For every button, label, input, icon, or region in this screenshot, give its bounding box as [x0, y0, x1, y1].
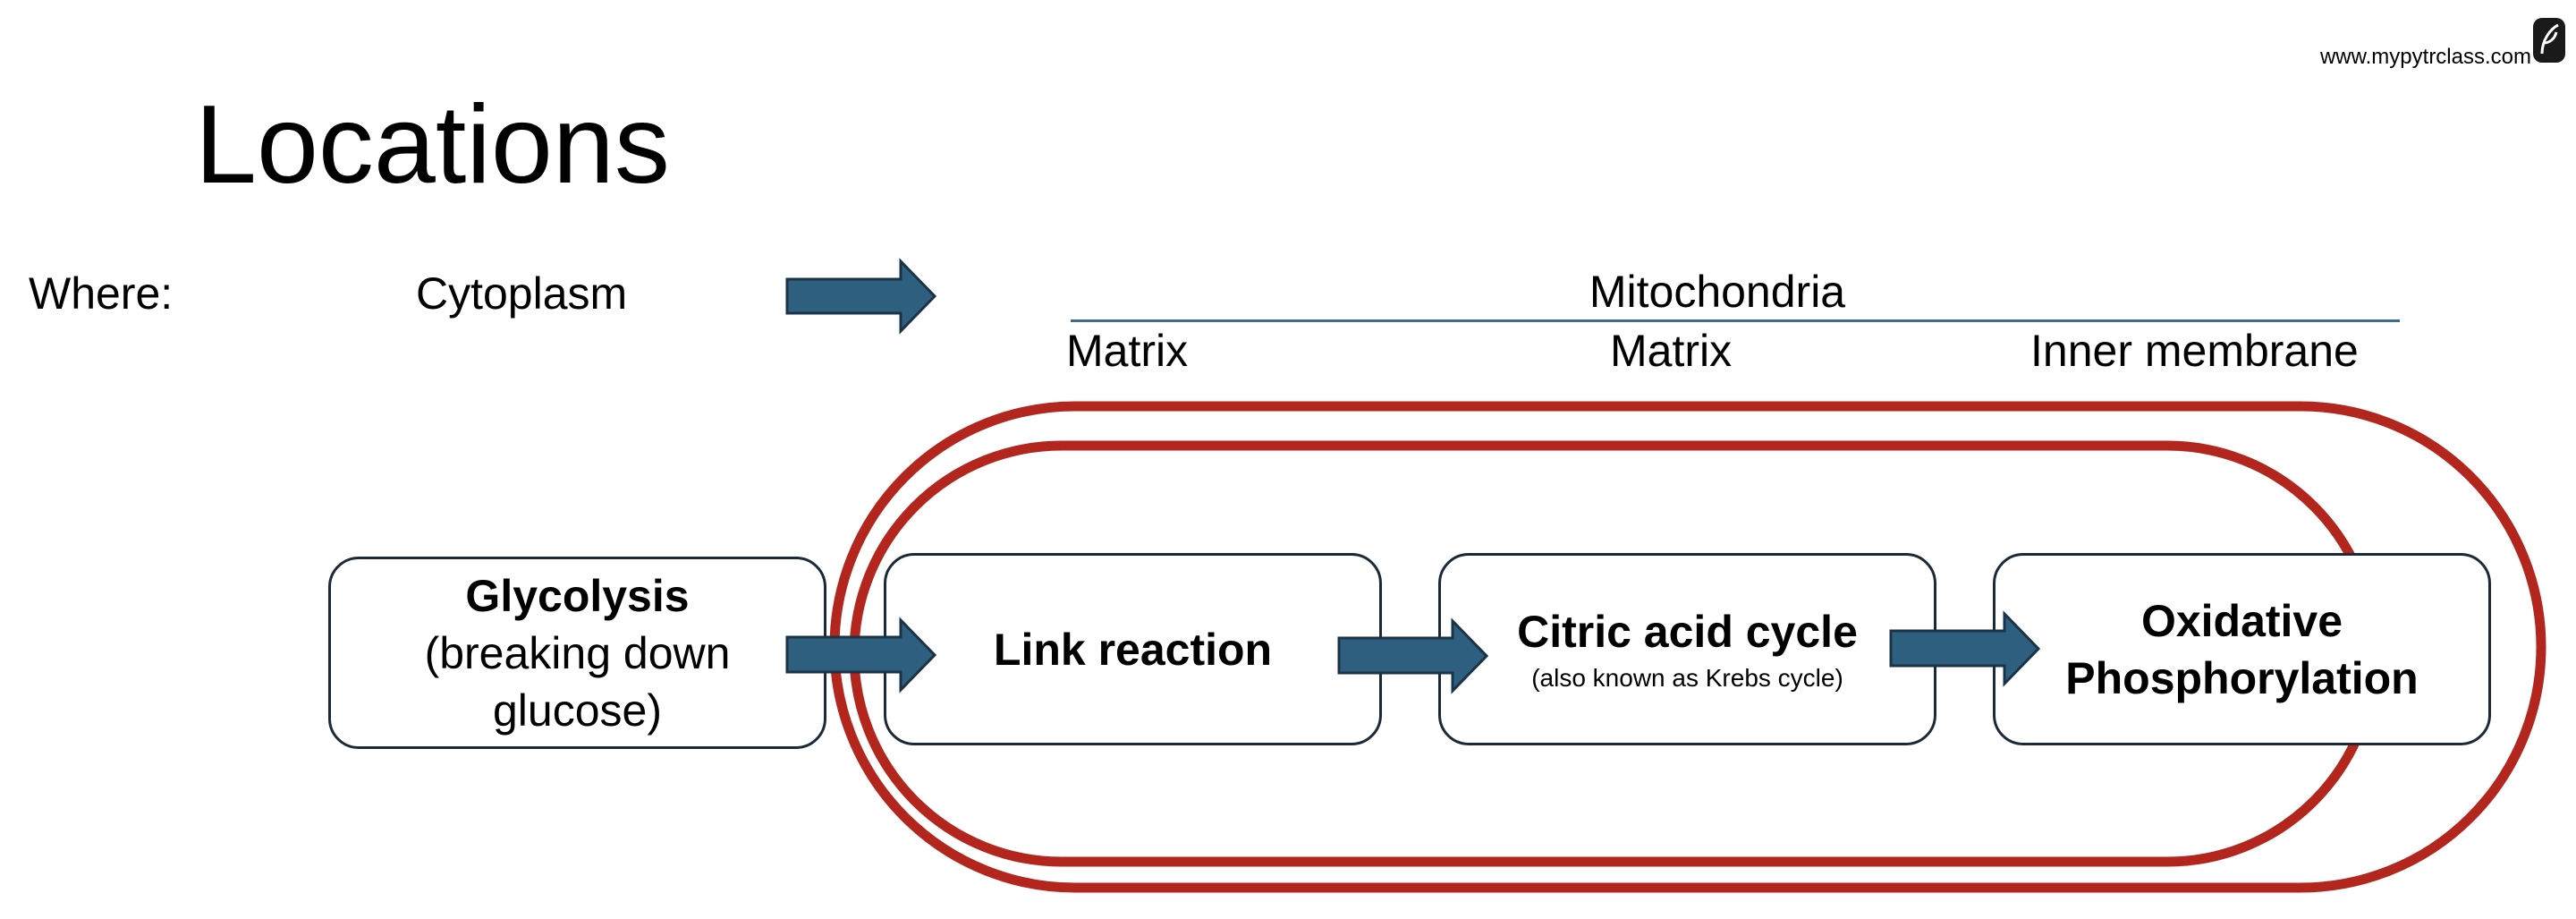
citric-acid-cycle-box: Citric acid cycle (also known as Krebs c… [1438, 553, 1936, 745]
watermark-url: www.mypytrclass.com [2319, 45, 2531, 69]
glycolysis-to-link-arrow-icon [785, 617, 937, 694]
link-reaction-box: Link reaction [884, 553, 1382, 745]
cytoplasm-label: Cytoplasm [416, 268, 628, 319]
oxidative-phosphorylation-title-line1: Oxidative [2140, 595, 2343, 646]
link-reaction-title: Link reaction [993, 624, 1273, 675]
location-arrow-icon [785, 258, 937, 335]
matrix-label-link: Matrix [1066, 326, 1189, 376]
citric-acid-cycle-title: Citric acid cycle [1517, 606, 1858, 657]
matrix-label-citric: Matrix [1610, 326, 1733, 376]
oxidative-phosphorylation-box: Oxidative Phosphorylation [1993, 553, 2491, 745]
oxidative-phosphorylation-title-line2: Phosphorylation [2065, 652, 2419, 703]
citric-acid-cycle-subtitle: (also known as Krebs cycle) [1531, 663, 1843, 692]
link-to-citric-arrow-icon [1337, 617, 1489, 694]
glycolysis-description-line1: (breaking down [424, 627, 731, 678]
page-title: Locations [195, 83, 670, 207]
mitochondria-divider-line [1071, 319, 2400, 322]
mitochondria-label: Mitochondria [1589, 267, 1846, 317]
glycolysis-title: Glycolysis [465, 570, 690, 621]
inner-membrane-label: Inner membrane [2030, 326, 2359, 376]
glycolysis-description-line2: glucose) [493, 685, 662, 736]
leaf-logo-icon [2533, 18, 2565, 63]
glycolysis-box: Glycolysis (breaking down glucose) [328, 557, 826, 749]
where-label: Where: [29, 268, 174, 319]
citric-to-oxphos-arrow-icon [1889, 610, 2041, 687]
